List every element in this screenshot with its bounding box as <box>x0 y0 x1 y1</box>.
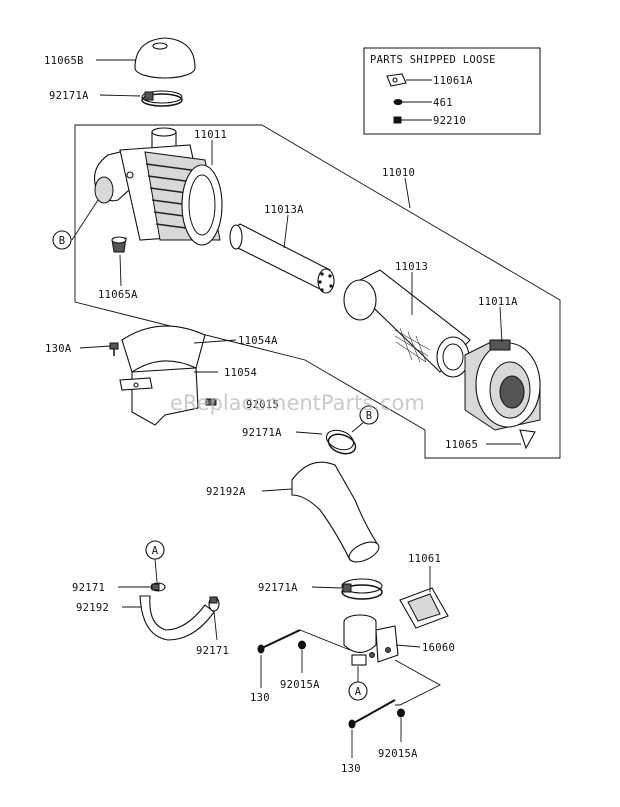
cover-11011a-icon <box>464 339 541 450</box>
svg-text:A: A <box>152 545 159 557</box>
hose-92192a-icon <box>291 461 380 563</box>
clamp-92171a-mid-icon <box>325 429 357 455</box>
svg-text:A: A <box>355 686 362 698</box>
label-92171-a: 92171 <box>72 582 105 594</box>
label-92015a-b: 92015A <box>378 748 418 760</box>
label-11013a: 11013A <box>264 204 304 216</box>
label-11065a: 11065A <box>98 289 138 301</box>
label-11013: 11013 <box>395 261 428 273</box>
callout-b-left <box>52 230 72 250</box>
label-130-b: 130 <box>341 763 361 775</box>
label-92210: 92210 <box>433 115 466 127</box>
callout-a-bottom <box>348 681 368 701</box>
callout-b-mid <box>359 405 379 425</box>
watermark: eReplacementParts.com <box>170 391 425 415</box>
label-92171-b: 92171 <box>196 645 229 657</box>
cap-11065b-icon <box>134 37 196 79</box>
label-92015a-a: 92015A <box>280 679 320 691</box>
air-cleaner-body-11011-icon <box>93 127 223 246</box>
label-11065: 11065 <box>445 439 478 451</box>
clamp-92171-b-icon <box>208 596 220 612</box>
nut-92015a-a-icon <box>298 640 306 650</box>
housing-16060-icon <box>343 614 399 666</box>
clamp-92171-a-icon <box>150 582 166 592</box>
bracket-11054a-icon <box>121 325 206 373</box>
svg-text:B: B <box>366 410 373 422</box>
bracket-11054-icon <box>119 367 199 426</box>
label-92171a-mid: 92171A <box>242 427 282 439</box>
label-11011: 11011 <box>194 129 227 141</box>
svg-text:B: B <box>59 235 66 247</box>
label-11061: 11061 <box>408 553 441 565</box>
assembly-11010-outline <box>74 124 561 459</box>
label-92171a-low: 92171A <box>258 582 298 594</box>
label-11011a: 11011A <box>478 296 518 308</box>
valve-11065a-icon <box>111 236 127 253</box>
bolt-130-a-icon <box>257 629 301 654</box>
bolt-92015-icon <box>205 398 217 406</box>
label-92192: 92192 <box>76 602 109 614</box>
parts-shipped-loose-box: PARTS SHIPPED LOOSE 11061A 461 92210 <box>363 47 541 135</box>
bolt-130a-icon <box>109 342 119 356</box>
clamp-92171a-top-icon <box>141 90 183 107</box>
label-92192a: 92192A <box>206 486 246 498</box>
label-130a: 130A <box>45 343 72 355</box>
label-130-a: 130 <box>250 692 270 704</box>
label-16060: 16060 <box>422 642 455 654</box>
label-11065b: 11065B <box>44 55 84 67</box>
label-92171a-top: 92171A <box>49 90 89 102</box>
bolt-130-b-icon <box>348 699 396 729</box>
nut-92210-icon <box>393 116 402 124</box>
label-11054: 11054 <box>224 367 257 379</box>
hose-92192-icon <box>139 595 215 641</box>
label-11061a: 11061A <box>433 75 473 87</box>
label-92015: 92015 <box>246 399 279 411</box>
label-11054a: 11054A <box>238 335 278 347</box>
parts-shipped-loose-title: PARTS SHIPPED LOOSE <box>370 54 496 66</box>
clamp-92171a-low-icon <box>341 578 383 600</box>
inner-element-11013a-icon <box>229 223 335 294</box>
outer-element-11013-icon <box>343 269 471 378</box>
label-461: 461 <box>433 97 453 109</box>
nut-92015a-b-icon <box>397 708 405 718</box>
label-11010: 11010 <box>382 167 415 179</box>
gasket-11061-icon <box>399 587 449 629</box>
washer-461-icon <box>393 99 403 105</box>
